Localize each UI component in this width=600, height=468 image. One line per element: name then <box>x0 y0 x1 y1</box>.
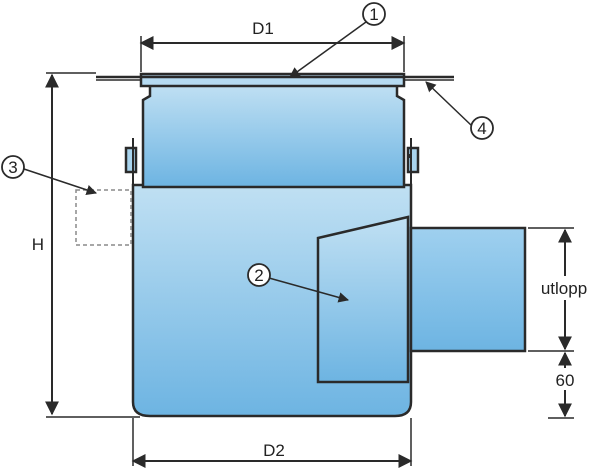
callout-1-leader <box>289 21 367 78</box>
callout-4-circle <box>470 116 494 140</box>
callout-4-leader <box>425 81 473 127</box>
callout-2-number: 2 <box>254 266 263 285</box>
callout-2-circle <box>247 263 271 287</box>
outlet-pipe <box>409 226 527 353</box>
riser-notch <box>408 154 412 158</box>
callout-3-circle <box>1 155 25 179</box>
inlet-pipe <box>75 189 132 246</box>
riser <box>141 82 406 189</box>
callout-1-circle <box>362 2 386 26</box>
offset-label: 60 <box>556 371 575 390</box>
callout-3-number: 3 <box>8 158 17 177</box>
offset-label-bg <box>548 368 582 390</box>
baffle <box>316 215 410 384</box>
outlet-label: utlopp <box>541 279 587 298</box>
callout-3-leader <box>23 168 97 195</box>
h-label: H <box>32 235 44 254</box>
callout-4-number: 4 <box>477 119 486 138</box>
outlet-label-bg <box>528 276 598 300</box>
left-lug <box>124 146 138 174</box>
right-lug <box>406 146 420 174</box>
callout-2-leader <box>268 277 350 303</box>
d2-label: D2 <box>263 441 285 460</box>
callout-1-number: 1 <box>369 5 378 24</box>
d1-label: D1 <box>252 19 274 38</box>
